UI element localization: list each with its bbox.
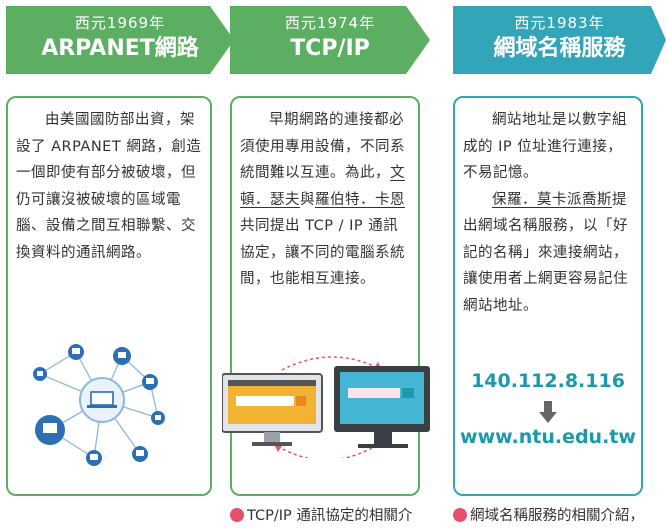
banner-1983: 西元1983年 網域名稱服務 bbox=[453, 6, 666, 74]
banner-year: 西元1974年 bbox=[284, 14, 376, 32]
caption-tcpip: TCP/IP 通訊協定的相關介 bbox=[230, 506, 412, 526]
banner-shape bbox=[6, 6, 234, 74]
ip-address: 140.112.8.116 bbox=[471, 370, 625, 392]
link-icon bbox=[230, 508, 244, 522]
link-icon bbox=[453, 508, 467, 522]
banner-shape bbox=[230, 6, 430, 74]
banner-year: 西元1969年 bbox=[74, 14, 166, 32]
body-paragraph: 網站地址是以數字組成的 IP 位址進行連接，不易記憶。 bbox=[463, 112, 627, 181]
caption-dns: 網域名稱服務的相關介紹， bbox=[453, 506, 644, 526]
domain-name: www.ntu.edu.tw bbox=[460, 426, 636, 448]
caption-text: 網域名稱服務的相關介紹， bbox=[470, 508, 644, 524]
card-arpanet: 由美國國防部出資，架設了 ARPANET 網路，創造一個即使有部分被破壞，但仍可… bbox=[6, 96, 212, 496]
banner-1969: 西元1969年 ARPANET網路 bbox=[6, 6, 234, 74]
person-name: 文頓．瑟夫 bbox=[240, 165, 405, 208]
arrow-down-icon bbox=[539, 401, 557, 423]
card-body: 由美國國防部出資，架設了 ARPANET 網路，創造一個即使有部分被破壞，但仍可… bbox=[16, 112, 202, 261]
card-dns: 網站地址是以數字組成的 IP 位址進行連接，不易記憶。 保羅．莫卡派喬斯提出網域… bbox=[453, 96, 643, 496]
computers-illustration bbox=[222, 356, 430, 458]
banner-shape bbox=[453, 6, 666, 74]
body-text: 與 bbox=[300, 191, 315, 208]
body-paragraph: 保羅．莫卡派喬斯提出網域名稱服務，以「好記的名稱」來連接網站，讓使用者上網更容易… bbox=[463, 187, 633, 320]
card-body: 網站地址是以數字組成的 IP 位址進行連接，不易記憶。 保羅．莫卡派喬斯提出網域… bbox=[455, 107, 641, 319]
network-diagram bbox=[33, 344, 165, 466]
card-tcpip: 早期網路的連接都必須使用專用設備，不同系統間難以互連。為此，文頓．瑟夫與羅伯特．… bbox=[222, 96, 430, 496]
body-text: 共同提出 TCP / IP 通訊協定，讓不同的電腦系統間，也能相互連接。 bbox=[240, 218, 405, 287]
caption-text: TCP/IP 通訊協定的相關介 bbox=[247, 508, 413, 524]
banner-1974: 西元1974年 TCP/IP bbox=[230, 6, 430, 74]
body-text: 早期網路的連接都必須使用專用設備，不同系統間難以互連。為此， bbox=[240, 112, 405, 181]
person-name: 保羅．莫卡派喬斯 bbox=[492, 191, 612, 208]
banner-title: ARPANET網路 bbox=[41, 36, 199, 61]
banner-title: TCP/IP bbox=[290, 36, 370, 61]
person-name: 羅伯特．卡恩 bbox=[315, 191, 405, 208]
banner-year: 西元1983年 bbox=[514, 14, 605, 32]
body-text: 提出網域名稱服務，以「好記的名稱」來連接網站，讓使用者上網更容易記住網站地址。 bbox=[463, 191, 628, 314]
banner-title: 網域名稱服務 bbox=[493, 36, 626, 61]
card-body: 早期網路的連接都必須使用專用設備，不同系統間難以互連。為此，文頓．瑟夫與羅伯特．… bbox=[232, 107, 418, 293]
